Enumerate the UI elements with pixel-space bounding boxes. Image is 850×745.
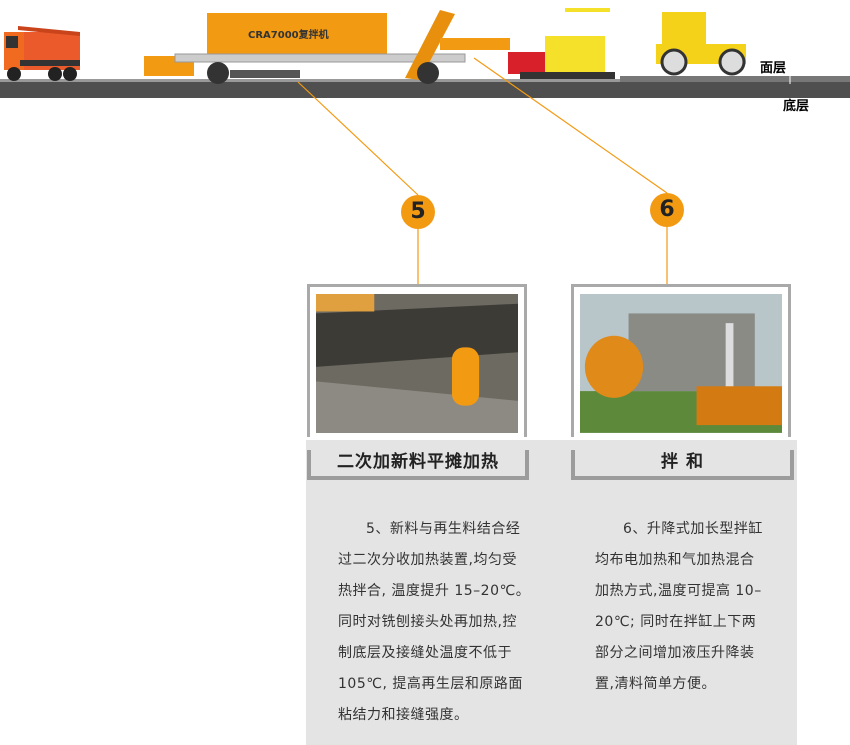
text-line: 5、新料与再生料结合经	[366, 521, 521, 537]
text-line: 制底层及接缝处温度不低于	[338, 645, 512, 661]
remixer-machine	[144, 10, 510, 84]
step-6-photo	[571, 284, 791, 437]
text-line: 过二次分收加热装置,均匀受	[338, 552, 517, 568]
machine-label: CRA7000复拌机	[248, 28, 329, 41]
text-line: 20℃; 同时在拌缸上下两	[595, 614, 757, 630]
roller	[656, 12, 746, 76]
step-6-title: 拌 和	[571, 450, 794, 480]
text-line: 6、升降式加长型拌缸	[623, 521, 763, 537]
text-line: 均布电加热和气加热混合	[595, 552, 755, 568]
description-panel	[306, 440, 797, 745]
text-line: 热拌合, 温度提升 15–20℃。	[338, 583, 531, 599]
paver	[508, 8, 615, 79]
step-5-photo	[307, 284, 527, 437]
mixing-drum-image	[580, 294, 782, 433]
text-line: 同时对铣刨接头处再加热,控	[338, 614, 517, 630]
text-line: 部分之间增加液压升降装	[595, 645, 755, 661]
text-line: 粘结力和接缝强度。	[338, 707, 469, 723]
step-5-title: 二次加新料平摊加热	[307, 450, 529, 480]
text-line: 105℃, 提高再生层和原路面	[338, 676, 523, 692]
dump-truck	[4, 26, 80, 81]
step-6-description: 6、升降式加长型拌缸 均布电加热和气加热混合 加热方式,温度可提高 10– 20…	[595, 514, 763, 700]
heating-unit-image	[316, 294, 518, 433]
paving-train-illustration: CRA7000复拌机 面层 底层	[0, 8, 850, 284]
callout-line-5	[297, 81, 419, 196]
layer-top-label: 面层	[760, 61, 786, 76]
step-5-badge: 5	[401, 195, 435, 229]
step-5-description: 5、新料与再生料结合经 过二次分收加热装置,均匀受 热拌合, 温度提升 15–2…	[338, 514, 530, 731]
step-6-badge: 6	[650, 193, 684, 227]
text-line: 加热方式,温度可提高 10–	[595, 583, 762, 599]
callout-line-6	[473, 57, 668, 194]
text-line: 置,清料简单方便。	[595, 676, 716, 692]
layer-bottom-label: 底层	[783, 98, 809, 114]
